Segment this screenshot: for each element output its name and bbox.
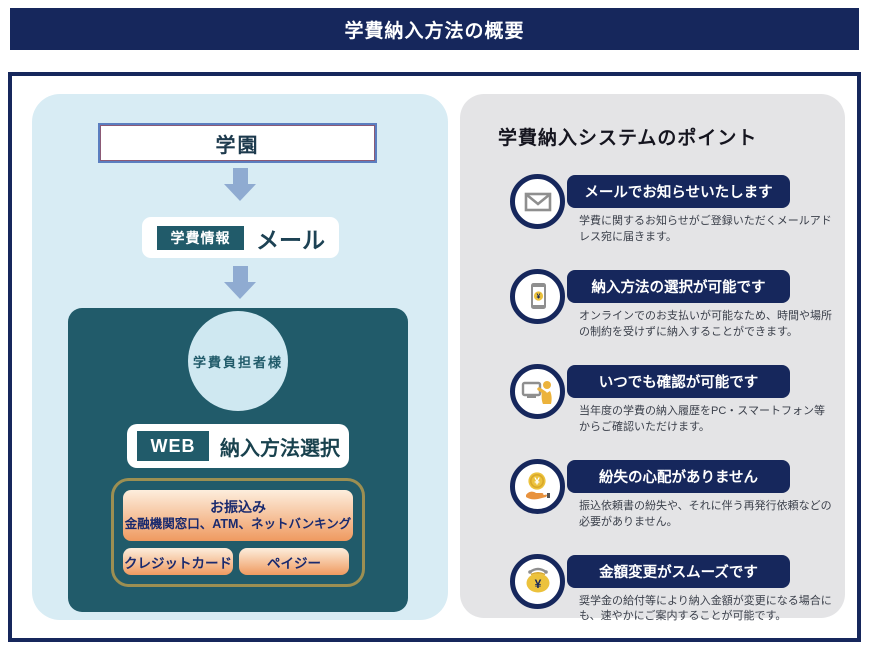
school-label: 学園 xyxy=(215,134,260,157)
bank-transfer-option: お振込み 金融機関窓口、ATM、ネットバンキング xyxy=(123,490,353,541)
payer-circle: 学費負担者様 xyxy=(188,311,288,411)
points-heading: 学費納入システムのポイント xyxy=(498,128,758,149)
point-title: メールでお知らせいたします xyxy=(567,175,790,208)
bank-transfer-sub: 金融機関窓口、ATM、ネットバンキング xyxy=(124,517,352,532)
point-item-method: ¥ 納入方法の選択が可能です オンラインでのお支払いが可能なため、時間や場所の制… xyxy=(510,266,845,341)
credit-card-option: クレジットカード xyxy=(123,548,233,575)
bank-transfer-title: お振込み xyxy=(210,499,266,516)
point-item-check: いつでも確認が可能です 当年度の学費の納入履歴をPC・スマートフォン等からご確認… xyxy=(510,361,845,436)
payeasy-option: ペイジー xyxy=(239,548,349,575)
point-title: 紛失の心配がありません xyxy=(567,459,790,493)
coin-hand-icon: ¥ xyxy=(510,458,565,514)
svg-text:¥: ¥ xyxy=(534,477,540,488)
web-selection-node: WEB 納入方法選択 xyxy=(127,424,349,468)
point-desc: 学費に関するお知らせがご登録いただくメールアドレス宛に届きます。 xyxy=(579,215,832,243)
flow-arrow-down-icon xyxy=(224,266,256,299)
main-frame: 学園 学費情報 メール 学費負担者様 WEB 納入方法選択 xyxy=(8,72,861,642)
payer-label: 学費負担者様 xyxy=(192,354,283,370)
point-desc: 奨学金の給付等により納入金額が変更になる場合にも、速やかにご案内することが可能で… xyxy=(579,594,832,623)
point-desc: オンラインでのお支払いが可能なため、時間や場所の制約を受けずに納入することができ… xyxy=(579,309,832,338)
point-desc: 当年度の学費の納入履歴をPC・スマートフォン等からご確認いただけます。 xyxy=(579,404,825,433)
point-item-mail: メールでお知らせいたします 学費に関するお知らせがご登録いただくメールアドレス宛… xyxy=(510,171,845,246)
flow-arrow-down-icon xyxy=(224,168,256,201)
point-title: 納入方法の選択が可能です xyxy=(567,269,790,303)
web-tag: WEB xyxy=(137,431,209,461)
point-title: 金額変更がスムーズです xyxy=(567,554,790,588)
payment-methods-group: お振込み 金融機関窓口、ATM、ネットバンキング クレジットカード ペイジー xyxy=(111,478,365,587)
point-desc: 振込依頼書の紛失や、それに伴う再発行依頼などの必要がありません。 xyxy=(579,499,832,528)
page-banner: 学費納入方法の概要 xyxy=(10,8,859,50)
purse-icon: ¥ xyxy=(510,553,565,609)
point-item-no-loss: ¥ 紛失の心配がありません 振込依頼書の紛失や、それに伴う再発行依頼などの必要が… xyxy=(510,456,845,531)
tuition-info-tag: 学費情報 xyxy=(157,225,244,250)
page-title: 学費納入方法の概要 xyxy=(344,20,525,42)
svg-text:¥: ¥ xyxy=(536,294,540,301)
method-select-label: 納入方法選択 xyxy=(220,437,340,460)
point-item-amount-change: ¥ 金額変更がスムーズです 奨学金の給付等により納入金額が変更になる場合にも、速… xyxy=(510,551,845,626)
pc-person-icon xyxy=(510,363,565,419)
tuition-mail-node: 学費情報 メール xyxy=(142,217,339,258)
school-node: 学園 xyxy=(98,123,377,163)
points-list: メールでお知らせいたします 学費に関するお知らせがご登録いただくメールアドレス宛… xyxy=(510,171,845,625)
payment-flow-panel: 学園 学費情報 メール 学費負担者様 WEB 納入方法選択 xyxy=(32,94,448,620)
payer-section: 学費負担者様 WEB 納入方法選択 お振込み 金融機関窓口、ATM、ネットバンキ… xyxy=(68,308,408,612)
mail-icon xyxy=(510,174,565,229)
system-points-panel: 学費納入システムのポイント メールでお知らせいたします 学費に関するお知らせがご… xyxy=(460,94,845,622)
mail-label: メール xyxy=(256,226,325,253)
svg-text:¥: ¥ xyxy=(534,577,541,591)
point-title: いつでも確認が可能です xyxy=(567,364,790,398)
smartphone-payment-icon: ¥ xyxy=(510,268,565,324)
